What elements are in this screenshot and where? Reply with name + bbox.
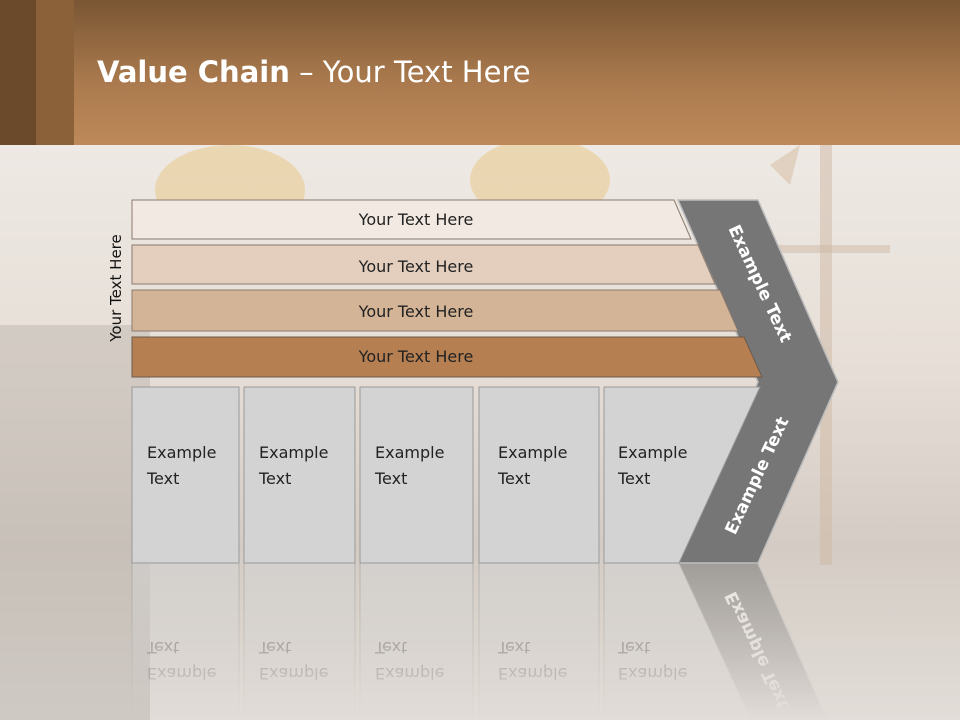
svg-text:Text: Text [258, 638, 291, 657]
svg-text:Text: Text [146, 638, 179, 657]
title-rest: – Your Text Here [289, 55, 531, 89]
svg-text:Example: Example [147, 664, 216, 683]
row-3-label: Your Text Here [358, 302, 474, 321]
row-2-label: Your Text Here [358, 257, 474, 276]
box-1 [131, 386, 240, 564]
box-3-line-1: Example [375, 443, 444, 462]
box-4-line-2: Text [497, 469, 530, 488]
svg-text:Text: Text [374, 638, 407, 657]
box-4-line-1: Example [498, 443, 567, 462]
box-3 [359, 386, 474, 564]
svg-text:Text: Text [497, 638, 530, 657]
header-accent-light [36, 0, 74, 145]
svg-text:Example: Example [618, 664, 687, 683]
slide-title: Value Chain – Your Text Here [97, 55, 531, 89]
row-3-shape [131, 289, 739, 332]
row-4-shape [131, 336, 763, 378]
svg-text:Example: Example [375, 664, 444, 683]
row-2-shape [131, 244, 716, 285]
row-1-label: Your Text Here [358, 210, 474, 229]
header-accent-dark [0, 0, 36, 145]
box-5-line-1: Example [618, 443, 687, 462]
row-1-shape [131, 199, 692, 240]
svg-text:Example: Example [259, 664, 328, 683]
box-2-line-1: Example [259, 443, 328, 462]
diagram-reflection: Example Text Example Text Example Text E… [131, 562, 829, 720]
header-bar: Value Chain – Your Text Here [0, 0, 960, 145]
title-bold: Value Chain [97, 55, 290, 89]
diagram-group: Example Text Example Text Your Text Here… [131, 199, 839, 564]
box-1-line-1: Example [147, 443, 216, 462]
svg-text:Text: Text [617, 638, 650, 657]
box-2-line-2: Text [258, 469, 291, 488]
svg-text:Example: Example [498, 664, 567, 683]
box-5-line-2: Text [617, 469, 650, 488]
box-1-line-2: Text [146, 469, 179, 488]
box-2 [243, 386, 356, 564]
box-3-line-2: Text [374, 469, 407, 488]
row-4-label: Your Text Here [358, 347, 474, 366]
box-4 [478, 386, 600, 564]
side-label: Your Text Here [107, 234, 125, 342]
